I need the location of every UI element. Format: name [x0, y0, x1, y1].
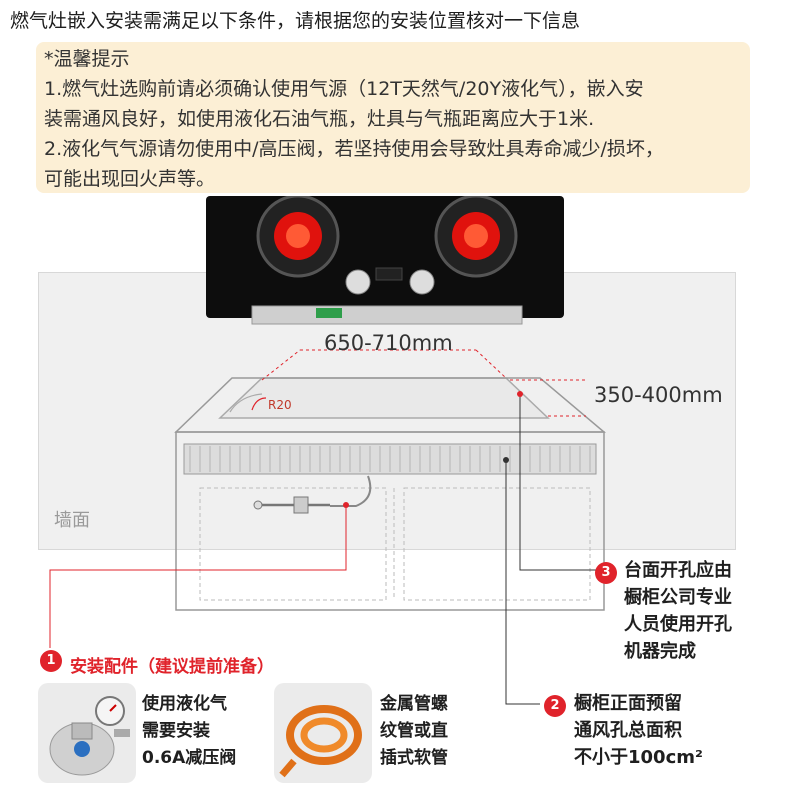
- page-title: 燃气灶嵌入安装需满足以下条件，请根据您的安装位置核对一下信息: [10, 10, 581, 32]
- tips-heading: *温馨提示: [44, 48, 130, 70]
- tips-line-2: 装需通风良好，如使用液化石油气瓶，灶具与气瓶距离应大于1米.: [44, 108, 595, 130]
- tips-line-3: 2.液化气气源请勿使用中/高压阀，若坚持使用会导致灶具寿命减少/损坏，: [44, 138, 664, 160]
- regulator-thumbnail: [38, 683, 136, 783]
- callout-3-line-3: 人员使用开孔: [624, 614, 732, 635]
- callout-2-badge: 2: [544, 695, 566, 717]
- gas-hose-icon: [279, 705, 362, 778]
- radius-label: R20: [268, 398, 292, 412]
- regulator-line-1: 使用液化气: [142, 694, 227, 714]
- callout-3-text: 台面开孔应由 橱柜公司专业 人员使用开孔 机器完成: [624, 557, 732, 665]
- callout-3-line-1: 台面开孔应由: [624, 560, 732, 581]
- callout-2-text: 橱柜正面预留 通风孔总面积 不小于100cm²: [574, 690, 703, 771]
- hose-text: 金属管螺 纹管或直 插式软管: [380, 691, 448, 772]
- wall-label: 墙面: [54, 510, 90, 531]
- callout-1-badge: 1: [40, 650, 62, 672]
- callout-2-line-1: 橱柜正面预留: [574, 693, 682, 714]
- callout-3-badge: 3: [595, 562, 617, 584]
- gas-stove-image: [206, 196, 564, 325]
- callout-3-line-2: 橱柜公司专业: [624, 587, 732, 608]
- tips-line-4: 可能出现回火声等。: [44, 168, 216, 190]
- callout-2-line-2: 通风孔总面积: [574, 720, 682, 741]
- callout-2-line-3: 不小于100cm²: [574, 747, 703, 768]
- accessories-title: 安装配件（建议提前准备）: [70, 657, 274, 677]
- hose-thumbnail: [274, 683, 372, 783]
- hose-line-3: 插式软管: [380, 748, 448, 768]
- regulator-text: 使用液化气 需要安装 0.6A减压阀: [142, 691, 236, 772]
- tips-line-1: 1.燃气灶选购前请必须确认使用气源（12T天然气/20Y液化气），嵌入安: [44, 78, 644, 100]
- width-dimension-label: 650-710mm: [324, 331, 453, 355]
- depth-dimension-label: 350-400mm: [594, 383, 723, 407]
- regulator-line-3: 0.6A减压阀: [142, 748, 237, 768]
- pressure-regulator-icon: [49, 696, 130, 776]
- hose-line-2: 纹管或直: [380, 721, 448, 741]
- callout-3-line-4: 机器完成: [624, 641, 696, 662]
- hose-line-1: 金属管螺: [380, 694, 448, 714]
- regulator-line-2: 需要安装: [142, 721, 210, 741]
- tips-box: *温馨提示 1.燃气灶选购前请必须确认使用气源（12T天然气/20Y液化气），嵌…: [36, 42, 750, 193]
